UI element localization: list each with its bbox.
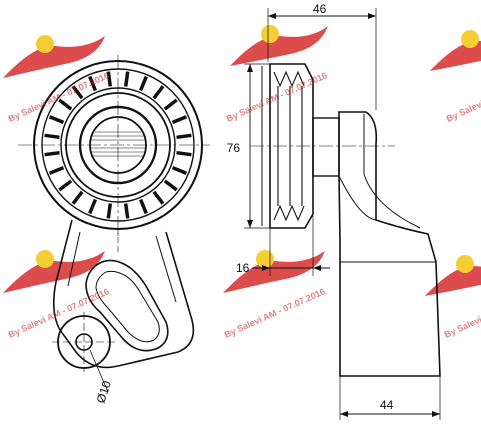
watermark-logo-mid-center (223, 250, 325, 293)
watermark-logos (3, 25, 481, 296)
pulley-rib (58, 179, 73, 192)
dimension-lines (244, 8, 441, 420)
pulley-front-view (18, 55, 210, 238)
bolt-hole-diameter-label: Ø10 (94, 379, 114, 405)
pulley-rib (152, 85, 165, 100)
arm-side-inner (363, 114, 421, 229)
pulley-rib (48, 115, 65, 125)
watermark-logo-mid-right (425, 255, 481, 296)
pulley-rib (152, 190, 165, 205)
pulley-hub-outer (65, 92, 171, 198)
pulley-rib (138, 75, 148, 92)
watermark-logo-top-middle (230, 25, 328, 66)
pulley-rim-inner (41, 68, 195, 222)
watermark-text-3: By Salevi AM - 07.07.2016 (445, 70, 481, 124)
arm-slot-inner (95, 270, 160, 343)
pulley-rib (123, 203, 130, 219)
overall-width-label: 46 (313, 2, 327, 16)
pulley-spacer (312, 117, 340, 177)
pulley-rib (123, 71, 130, 87)
pulley-rib (44, 133, 60, 140)
hub-hatching (90, 131, 146, 157)
watermark-logo-top-left (3, 35, 105, 78)
pulley-diameter-label: 76 (227, 141, 241, 155)
watermark-logo-top-right (430, 30, 481, 71)
pulley-width-label: 16 (236, 261, 250, 275)
pulley-rib (88, 198, 98, 215)
arm-slot (85, 259, 169, 352)
arm-side-web (338, 175, 377, 221)
pulley-rib (44, 150, 60, 157)
pulley-rib (171, 165, 188, 175)
watermark-text-4: By Salevi AM - 07.07.2016 (7, 286, 111, 340)
pulley-rib (171, 115, 188, 125)
pulley-rib (138, 198, 148, 215)
pulley-rib (48, 165, 65, 175)
pulley-hub-ring (78, 105, 158, 185)
pulley-rib (163, 98, 178, 111)
pulley-side-view (250, 63, 441, 377)
bolt-dimension-leader (89, 349, 109, 393)
pulley-rib (71, 85, 84, 100)
base-width-label: 44 (380, 398, 394, 412)
pulley-rib (176, 133, 192, 140)
pulley-rib (71, 190, 84, 205)
pulley-rib (88, 75, 98, 92)
pulley-rib (58, 98, 73, 111)
arm-outline (52, 219, 195, 369)
arm-side-profile (338, 111, 441, 377)
pulley-rib (176, 150, 192, 157)
arm-inner-edge-left (67, 231, 81, 287)
pulley-bore (89, 116, 147, 174)
watermark-logo-mid-left (3, 250, 105, 293)
pulley-rib (106, 203, 113, 219)
arm-inner-edge-right (155, 235, 177, 303)
tensioner-arm (52, 219, 195, 393)
pulley-ring-spokes-inner (60, 87, 176, 203)
pulley-ribs (44, 71, 192, 219)
watermark-text-5: By Salevi AM - 07.07.2016 (223, 286, 327, 340)
pulley-rib (163, 179, 178, 192)
pulley-rib (106, 71, 113, 87)
watermark-text-6: By Salevi AM - 07.07.2016 (443, 286, 481, 340)
